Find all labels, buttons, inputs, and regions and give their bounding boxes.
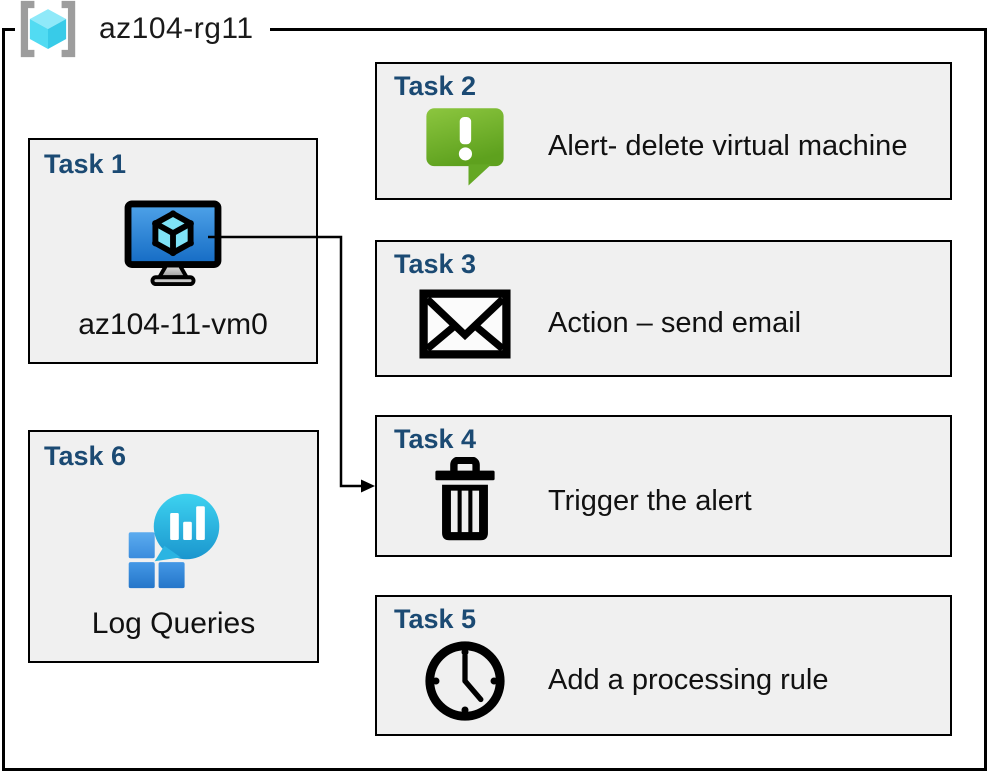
task-1-box: Task 1 az104	[28, 138, 318, 364]
task-2-row: Alert- delete virtual machine	[377, 94, 950, 198]
task-5-label: Add a processing rule	[548, 664, 829, 697]
task-1-icon-area	[30, 180, 316, 308]
task-5-icon-slot	[407, 637, 522, 725]
trash-icon	[434, 457, 495, 541]
task-3-row: Action – send email	[377, 272, 950, 375]
task-2-label: Alert- delete virtual machine	[548, 129, 908, 162]
clock-icon	[424, 640, 505, 721]
task-4-icon-slot	[407, 457, 522, 545]
task-5-box: Task 5 Add a processing rule	[375, 595, 952, 736]
task-2-header: Task 2	[394, 71, 477, 101]
virtual-machine-icon	[124, 200, 222, 287]
log-queries-icon	[128, 493, 219, 588]
task-1-label: az104-11-vm0	[78, 308, 268, 341]
task-1-header: Task 1	[44, 149, 127, 179]
task-6-header: Task 6	[44, 441, 127, 471]
alert-icon	[425, 108, 504, 186]
task-4-row: Trigger the alert	[377, 447, 950, 555]
task-4-label: Trigger the alert	[548, 484, 752, 517]
task-3-header: Task 3	[394, 249, 477, 279]
task-6-label: Log Queries	[91, 607, 256, 640]
task-6-box: Task 6	[28, 430, 319, 663]
resource-group-frame	[2, 28, 987, 771]
email-icon	[418, 289, 511, 359]
task-2-box: Task 2 Alert- delete virtual machine	[375, 62, 952, 200]
task-3-box: Task 3 Action – send email	[375, 240, 952, 377]
task-3-label: Action – send email	[548, 307, 802, 340]
task-6-icon-area	[30, 472, 317, 607]
task-3-icon-slot	[407, 289, 522, 359]
resource-group-icon	[20, 0, 76, 58]
task-2-icon-slot	[407, 103, 522, 189]
resource-group-legend: az104-rg11	[15, 0, 270, 58]
task-4-header: Task 4	[394, 424, 477, 454]
resource-group-title: az104-rg11	[99, 12, 254, 45]
task-4-box: Task 4 Trigger the alert	[375, 415, 952, 557]
task-5-row: Add a processing rule	[377, 627, 950, 734]
task-5-header: Task 5	[394, 604, 477, 634]
